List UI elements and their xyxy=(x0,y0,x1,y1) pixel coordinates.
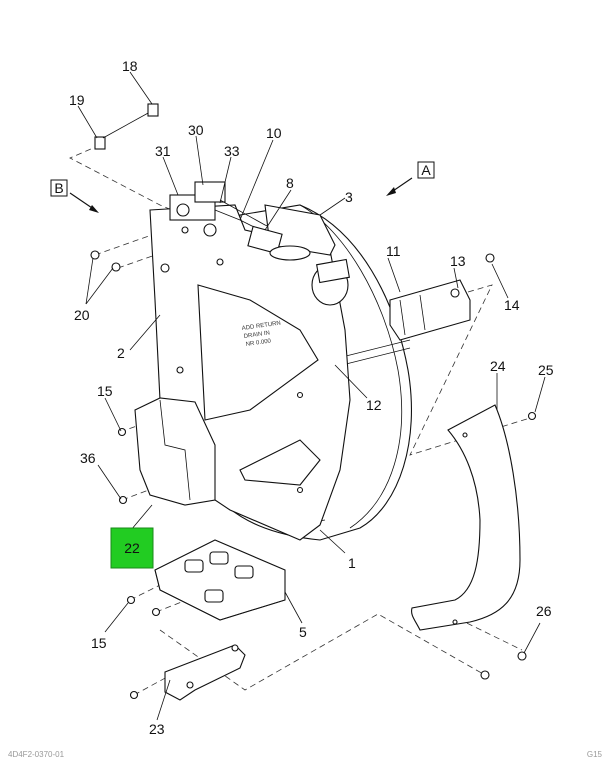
lower-bracket xyxy=(134,397,216,506)
bolt-18 xyxy=(147,103,159,117)
callout-3: 3 xyxy=(345,189,353,205)
strap xyxy=(411,404,521,631)
svg-text:B: B xyxy=(54,180,63,196)
callout-25: 25 xyxy=(538,362,554,378)
bolt-23 xyxy=(129,690,139,700)
callout-5: 5 xyxy=(299,624,307,640)
callout-33: 33 xyxy=(224,143,240,159)
callout-15-top: 15 xyxy=(97,383,113,399)
callout-19: 19 xyxy=(69,92,85,108)
bracket-text-1: ADD RETURN xyxy=(241,321,281,332)
bolt-26b xyxy=(480,670,490,680)
callouts: 18 19 30 10 31 33 8 3 11 13 14 20 2 24 2… xyxy=(69,58,554,737)
bolt-15-top xyxy=(117,427,127,437)
callout-11: 11 xyxy=(386,243,401,259)
callout-30: 30 xyxy=(188,122,204,138)
callout-14: 14 xyxy=(504,297,520,313)
callout-1: 1 xyxy=(348,555,356,571)
leader-lines xyxy=(77,71,546,721)
callout-20: 20 xyxy=(74,307,90,323)
view-label-b: B xyxy=(50,179,99,213)
callout-12: 12 xyxy=(366,397,382,413)
valve-assembly xyxy=(169,181,311,246)
callout-18: 18 xyxy=(122,58,138,74)
drawing-number: 4D4F2-0370-01 xyxy=(8,750,65,759)
bolt-19 xyxy=(94,136,106,150)
svg-text:A: A xyxy=(421,162,431,178)
sheet-code: G15 xyxy=(587,750,603,759)
nut-20a xyxy=(90,250,100,260)
callout-24: 24 xyxy=(490,358,506,374)
bolt-25 xyxy=(527,411,537,421)
callout-23: 23 xyxy=(149,721,165,737)
highlighted-callout-22[interactable]: 22 xyxy=(110,527,154,569)
callout-31: 31 xyxy=(155,143,171,159)
clamp-bracket xyxy=(389,253,495,341)
bolt-15-c xyxy=(151,607,161,617)
bolt-36 xyxy=(118,495,128,505)
callout-36: 36 xyxy=(80,450,96,466)
bracket-text-3: NR 0.000 xyxy=(245,338,272,348)
top-bracket xyxy=(247,204,350,306)
bolt-15-bottom xyxy=(126,595,136,605)
nut-20b xyxy=(111,262,121,272)
callout-15-bottom: 15 xyxy=(91,635,107,651)
callout-2: 2 xyxy=(117,345,125,361)
callout-8: 8 xyxy=(286,175,294,191)
callout-13: 13 xyxy=(450,253,466,269)
callout-10: 10 xyxy=(266,125,282,141)
view-label-a: A xyxy=(386,161,435,196)
svg-text:22: 22 xyxy=(124,540,140,556)
support-bracket xyxy=(164,644,246,701)
callout-26: 26 xyxy=(536,603,552,619)
bolt-26 xyxy=(517,651,527,661)
mounting-bracket xyxy=(154,539,286,621)
bolts xyxy=(90,103,537,700)
bracket-text-2: DRAIN IN xyxy=(243,330,270,340)
